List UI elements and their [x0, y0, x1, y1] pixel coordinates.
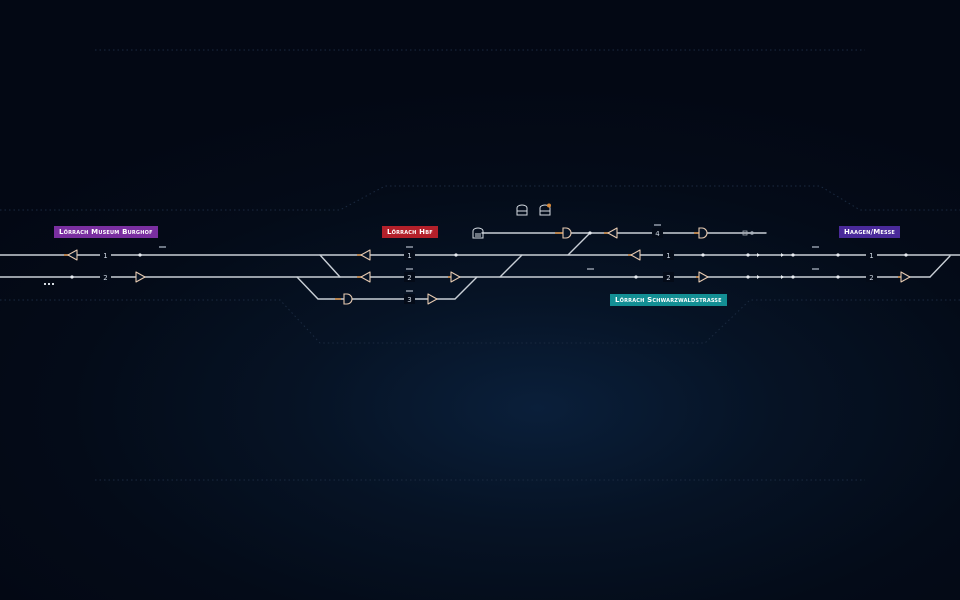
- track-numbers: 1 2 1 2 3 4 1 2 1 2: [100, 228, 877, 304]
- switch-crossover-left[interactable]: [319, 254, 341, 278]
- track-number: 1: [666, 252, 670, 260]
- depot-add-icon[interactable]: [539, 203, 551, 216]
- signal-east-2-hbf[interactable]: [450, 271, 461, 283]
- buffer-stops: [343, 227, 708, 305]
- track-haagen-exit[interactable]: [929, 255, 951, 278]
- track-number: 1: [869, 252, 873, 260]
- tracks: [0, 232, 960, 300]
- station-label-museum-burghof[interactable]: Lörrach Museum Burghof: [54, 226, 158, 238]
- bufferstop-siding-b[interactable]: [698, 227, 708, 239]
- signal-west-2-hbf[interactable]: [360, 271, 371, 283]
- block-indicators: [159, 224, 819, 292]
- signal-east-2-schwarz[interactable]: [698, 271, 709, 283]
- track-number: 2: [869, 274, 873, 282]
- track-number: 1: [103, 252, 107, 260]
- track-number: 2: [103, 274, 107, 282]
- signals: [67, 227, 911, 305]
- region-outline: [0, 49, 960, 481]
- track-number: 1: [407, 252, 411, 260]
- track-number: 2: [407, 274, 411, 282]
- signal-west-1-museum[interactable]: [67, 249, 78, 261]
- more-dots-icon[interactable]: [44, 283, 54, 285]
- direction-chevrons: [757, 253, 784, 279]
- siding-end-marker: [742, 230, 754, 236]
- signal-east-2-haagen[interactable]: [900, 271, 911, 283]
- switch-crossover-mid[interactable]: [499, 254, 523, 278]
- signal-west-4[interactable]: [607, 227, 618, 239]
- track-hbf-3[interactable]: [296, 276, 478, 300]
- bufferstop-siding-a[interactable]: [562, 227, 572, 239]
- track-number: 2: [666, 274, 670, 282]
- signal-west-1-hbf[interactable]: [360, 249, 371, 261]
- station-label-haagen-messe[interactable]: Haagen/Messe: [839, 226, 901, 238]
- track-markers: [70, 231, 908, 279]
- track-number: 4: [655, 230, 660, 238]
- depot-icon[interactable]: [516, 204, 528, 216]
- signal-glow: [64, 232, 904, 300]
- station-label-hbf[interactable]: Lörrach Hbf: [382, 226, 438, 238]
- signal-east-2-museum[interactable]: [135, 271, 146, 283]
- switch-siding-4[interactable]: [567, 232, 591, 256]
- signal-east-3-hbf[interactable]: [427, 293, 438, 305]
- depot-terminal-icon[interactable]: [472, 227, 484, 239]
- station-label-schwarzwaldstrasse[interactable]: Lörrach Schwarzwaldstraße: [610, 294, 727, 306]
- signal-west-1-schwarz[interactable]: [630, 249, 641, 261]
- bufferstop-hbf-3[interactable]: [343, 293, 353, 305]
- track-number: 3: [407, 296, 411, 304]
